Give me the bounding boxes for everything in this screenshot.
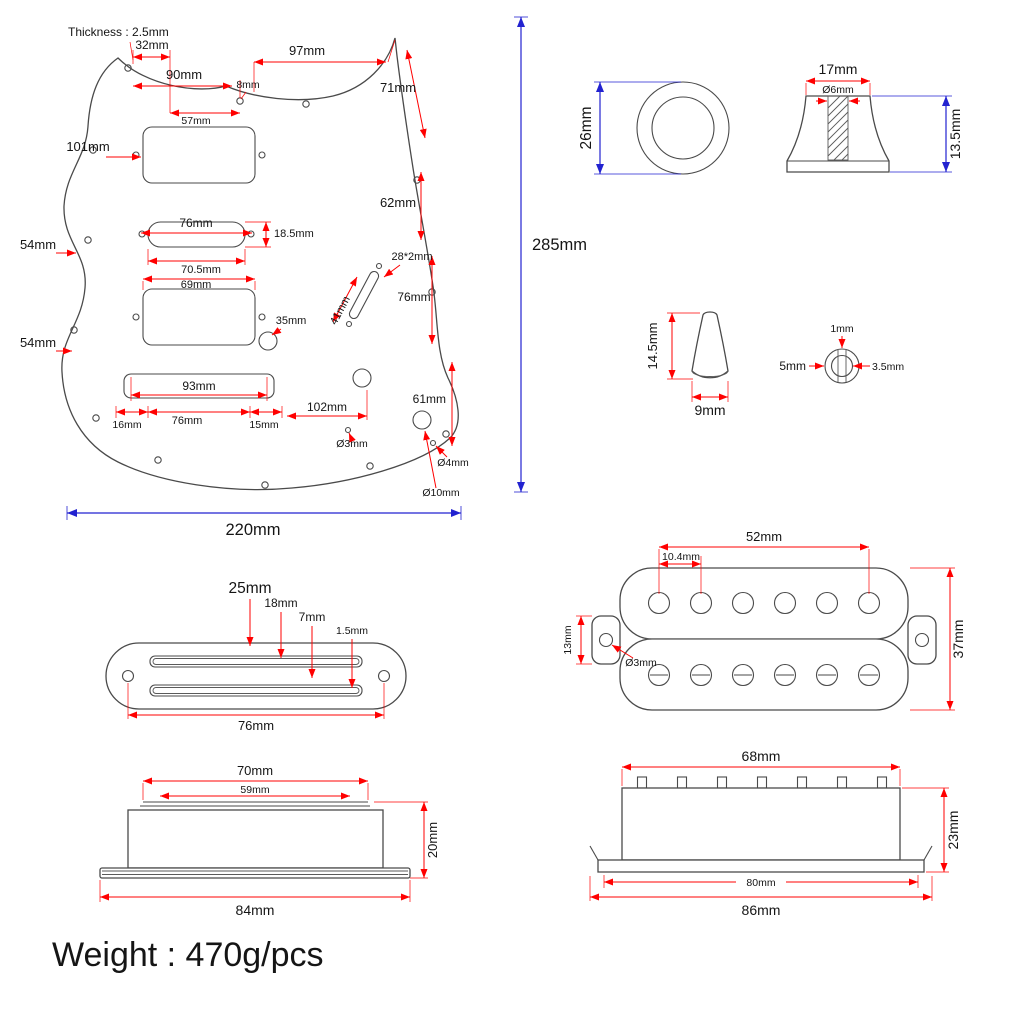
dim-25mm: 25mm [228, 580, 271, 597]
dim-17mm: 17mm [819, 61, 858, 77]
dim-13mm: 13mm [562, 625, 574, 654]
dim-16mm: 16mm [112, 419, 141, 431]
dim-14-5mm: 14.5mm [645, 323, 660, 370]
dim-dia6mm: Ø6mm [822, 84, 854, 96]
dim-1-5mm: 1.5mm [336, 625, 368, 637]
dim-220mm: 220mm [225, 521, 280, 539]
dim-70-5mm: 70.5mm [181, 264, 221, 276]
dim-86mm: 86mm [742, 902, 781, 918]
dim-97mm: 97mm [289, 43, 325, 58]
dim-13-5mm: 13.5mm [947, 109, 963, 160]
humbucker-top-bobbin [619, 567, 909, 640]
dim-dia3mm-ear: Ø3mm [625, 657, 657, 669]
switch-tip-view: 14.5mm 9mm [645, 311, 729, 418]
pot-shaft-view: 1mm 5mm 3.5mm [779, 323, 904, 384]
dim-37mm: 37mm [950, 620, 966, 659]
pot-hole-3 [412, 410, 432, 430]
bridge-humbucker-cutout [142, 288, 256, 346]
dim-80mm: 80mm [746, 877, 775, 889]
dim-76mm-rail: 76mm [238, 718, 274, 733]
dim-18-5mm: 18.5mm [274, 228, 314, 240]
dim-dia4mm: Ø4mm [437, 457, 469, 469]
knob-inner-circle [651, 96, 715, 160]
humbucker-baseplate [597, 859, 925, 873]
dim-76mm-switch: 76mm [397, 290, 430, 304]
dim-62mm: 62mm [380, 195, 416, 210]
dim-10-4mm: 10.4mm [662, 551, 700, 563]
pickguard-dimension-lines [56, 39, 456, 489]
dim-57mm: 57mm [181, 115, 210, 127]
dim-18mm: 18mm [264, 596, 297, 610]
dim-68mm: 68mm [742, 748, 781, 764]
neck-humbucker-cutout [142, 126, 256, 184]
dim-76mm-bridge: 76mm [172, 415, 203, 427]
dim-26mm: 26mm [578, 106, 595, 149]
dim-61mm: 61mm [413, 392, 446, 406]
dim-285mm: 285mm [532, 236, 587, 254]
switch-tip-body [691, 311, 729, 379]
dim-52mm: 52mm [746, 529, 782, 544]
pot-hole-2 [352, 368, 372, 388]
dim-90mm: 90mm [166, 67, 202, 82]
dim-9mm: 9mm [694, 402, 725, 418]
humbucker-top-view: 52mm 10.4mm 37mm 13mm Ø3mm [562, 529, 966, 711]
dim-3-5mm: 3.5mm [872, 361, 904, 373]
dim-15mm: 15mm [249, 419, 278, 431]
dim-102mm: 102mm [307, 400, 347, 414]
pot-hole-1 [258, 331, 278, 351]
dim-28x2mm: 28*2mm [392, 251, 433, 263]
dim-59mm: 59mm [240, 784, 269, 796]
rail-pickup-side-body [127, 809, 384, 869]
overall-height-dimension: 285mm [514, 16, 587, 493]
dim-69mm: 69mm [181, 279, 212, 291]
rail-pickup-top-view: 25mm 18mm 7mm 1.5mm 76mm [105, 580, 407, 733]
dim-23mm: 23mm [945, 811, 961, 850]
dim-54mm-lower: 54mm [20, 335, 56, 350]
dim-1mm: 1mm [830, 323, 854, 335]
dim-93mm: 93mm [182, 379, 215, 393]
dim-thickness: Thickness : 2.5mm [68, 25, 169, 39]
humbucker-pole-screws [636, 776, 888, 789]
humbucker-side-view: 68mm 23mm 80mm 86mm [589, 748, 961, 918]
knob-side-view: 17mm Ø6mm 13.5mm [786, 61, 963, 173]
humbucker-side-body [621, 787, 901, 861]
dim-70mm: 70mm [237, 763, 273, 778]
dim-84mm: 84mm [236, 902, 275, 918]
knob-side-body [786, 95, 890, 173]
knob-shaft-hatch [827, 95, 849, 161]
dim-32mm: 32mm [135, 38, 168, 52]
dim-dia10mm: Ø10mm [422, 487, 460, 499]
dim-76mm-middle: 76mm [179, 216, 212, 230]
dim-35mm: 35mm [276, 315, 307, 327]
pot-shaft-inner [830, 354, 854, 378]
rail-pickup-side-view: 70mm 59mm 20mm 84mm [99, 763, 440, 918]
dim-71mm: 71mm [380, 80, 416, 95]
pickguard-view: Thickness : 2.5mm 32mm 90mm 8mm 97mm 71m… [20, 25, 469, 499]
dim-20mm: 20mm [425, 822, 440, 858]
weight-label: Weight : 470g/pcs [52, 936, 324, 974]
dim-8mm: 8mm [236, 79, 260, 91]
dim-101mm: 101mm [66, 139, 109, 154]
humbucker-left-ear [591, 615, 621, 665]
dim-dia3mm: Ø3mm [336, 438, 368, 450]
humbucker-pole-pieces [647, 591, 881, 687]
dim-7mm: 7mm [299, 610, 326, 624]
dim-5mm: 5mm [779, 359, 806, 373]
rail-pickup-body [105, 642, 407, 710]
pickguard-outline [61, 37, 459, 491]
humbucker-right-ear [907, 615, 937, 665]
rail-pickup-baseplate [99, 867, 411, 879]
knob-top-view: 26mm [578, 81, 730, 175]
knob-outer-circle [636, 81, 730, 175]
overall-width-dimension: 220mm [66, 506, 462, 539]
dim-54mm-upper: 54mm [20, 237, 56, 252]
